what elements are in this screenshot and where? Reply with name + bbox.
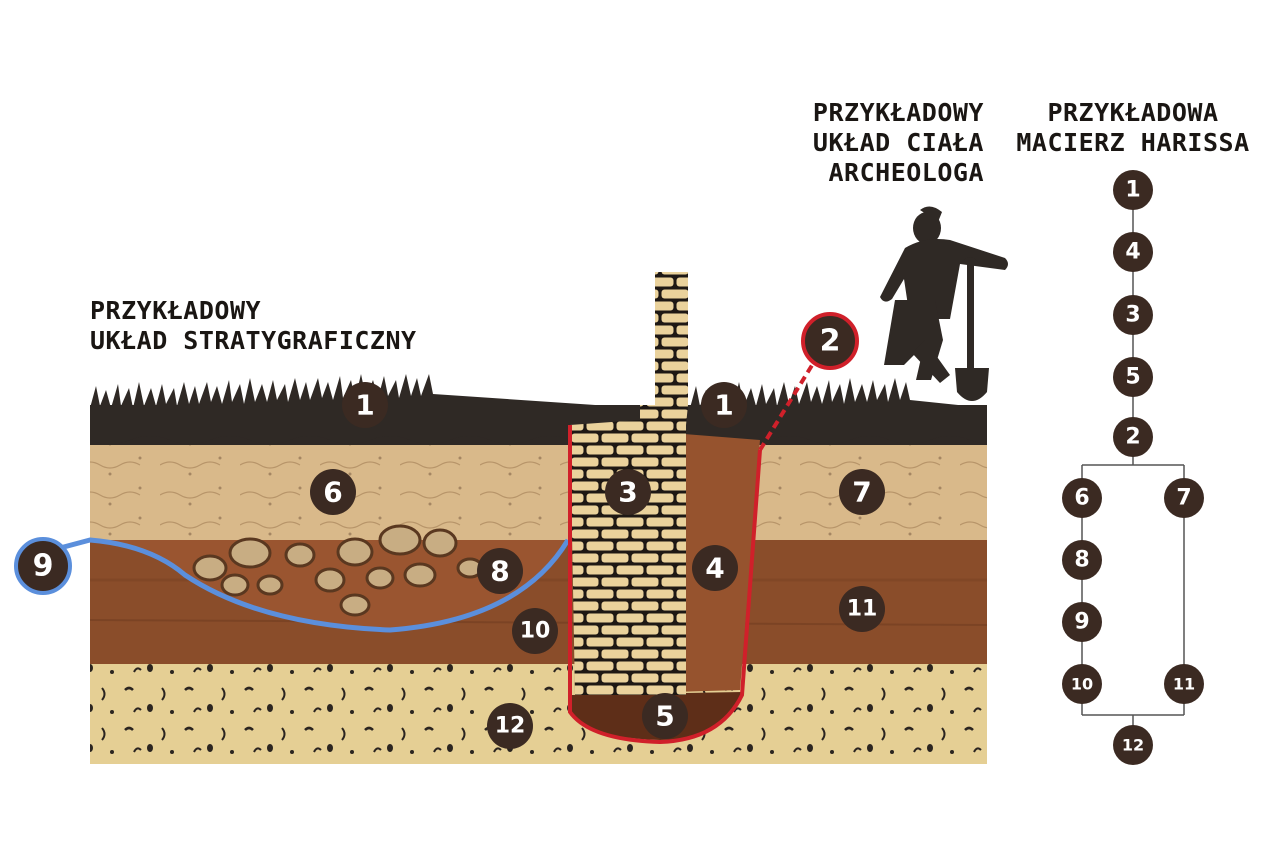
matrix-title-line-2: MACIERZ HARISSA <box>1016 128 1250 157</box>
matrix-node-3-text: 3 <box>1125 303 1140 328</box>
badge-1-left: 1 <box>342 382 388 428</box>
layer-12-natural <box>90 662 987 764</box>
matrix-node-11-text: 11 <box>1173 675 1195 694</box>
archaeologist-title: PRZYKŁADOWY UKŁAD CIAŁA ARCHEOLOGA <box>813 98 984 188</box>
pit-cut-line <box>568 425 762 745</box>
badge-11-text: 11 <box>847 597 878 622</box>
badge-8: 8 <box>477 548 523 594</box>
archaeologist-title-line-2: UKŁAD CIAŁA <box>812 128 984 157</box>
matrix-node-12-text: 12 <box>1122 736 1144 755</box>
badge-5: 5 <box>642 693 688 739</box>
badge-9-text: 9 <box>33 549 54 584</box>
pit-cut-leader <box>758 360 816 452</box>
stones <box>192 524 484 617</box>
matrix-node-5-text: 5 <box>1125 365 1140 390</box>
matrix-title-line-1: PRZYKŁADOWA <box>1047 98 1219 127</box>
harris-matrix: 1 4 3 5 2 6 7 8 9 10 11 12 <box>1062 170 1204 765</box>
badge-8-text: 8 <box>490 555 509 588</box>
matrix-node-4-text: 4 <box>1125 240 1140 265</box>
badge-10-text: 10 <box>520 619 551 644</box>
badge-2-text: 2 <box>820 324 841 359</box>
badge-11: 11 <box>839 586 885 632</box>
badge-1-right-text: 1 <box>714 389 733 422</box>
archaeologist-title-line-1: PRZYKŁADOWY <box>812 98 984 127</box>
archaeologist-figure <box>880 206 1008 401</box>
matrix-node-9: 9 <box>1062 602 1102 642</box>
matrix-node-7-text: 7 <box>1176 486 1191 511</box>
matrix-node-8-text: 8 <box>1074 548 1089 573</box>
matrix-node-11: 11 <box>1164 664 1204 704</box>
badge-12: 12 <box>487 703 533 749</box>
matrix-title: PRZYKŁADOWA MACIERZ HARISSA <box>1004 98 1262 158</box>
badge-6-text: 6 <box>323 476 342 509</box>
badge-7: 7 <box>839 469 885 515</box>
badge-10: 10 <box>512 608 558 654</box>
section-badges: 1 1 2 3 4 5 6 7 <box>14 312 885 749</box>
badge-3: 3 <box>605 469 651 515</box>
badge-9: 9 <box>14 537 72 595</box>
matrix-node-5: 5 <box>1113 357 1153 397</box>
matrix-node-2: 2 <box>1113 417 1153 457</box>
matrix-node-8: 8 <box>1062 540 1102 580</box>
badge-12-text: 12 <box>495 714 526 739</box>
badge-5-text: 5 <box>655 700 674 733</box>
badge-3-text: 3 <box>618 476 637 509</box>
matrix-node-6-text: 6 <box>1074 486 1089 511</box>
layer-6-7 <box>90 438 987 540</box>
matrix-node-9-text: 9 <box>1074 610 1089 635</box>
badge-4-text: 4 <box>705 552 724 585</box>
stratigraphy-title-line-2: UKŁAD STRATYGRAFICZNY <box>90 326 417 355</box>
matrix-node-2-text: 2 <box>1125 425 1140 450</box>
badge-1-right: 1 <box>701 382 747 428</box>
badge-1-left-text: 1 <box>355 389 374 422</box>
matrix-node-1: 1 <box>1113 170 1153 210</box>
badge-4: 4 <box>692 545 738 591</box>
matrix-node-7: 7 <box>1164 478 1204 518</box>
matrix-node-6: 6 <box>1062 478 1102 518</box>
badge-7-text: 7 <box>852 476 871 509</box>
matrix-node-12: 12 <box>1113 725 1153 765</box>
matrix-node-4: 4 <box>1113 232 1153 272</box>
badge-6: 6 <box>310 469 356 515</box>
matrix-lines <box>1081 190 1185 745</box>
ditch-cut-line <box>59 537 571 633</box>
grass-left <box>90 374 640 408</box>
archaeologist-title-line-3: ARCHEOLOGA <box>828 158 984 187</box>
stratigraphy-title-line-1: PRZYKŁADOWY <box>90 296 262 325</box>
stratigraphy-title: PRZYKŁADOWY UKŁAD STRATYGRAFICZNY <box>90 296 417 356</box>
badge-2: 2 <box>801 312 859 370</box>
matrix-node-10-text: 10 <box>1071 675 1093 694</box>
matrix-node-10: 10 <box>1062 664 1102 704</box>
matrix-node-1-text: 1 <box>1125 178 1140 203</box>
matrix-node-3: 3 <box>1113 295 1153 335</box>
grass-right <box>690 378 987 408</box>
